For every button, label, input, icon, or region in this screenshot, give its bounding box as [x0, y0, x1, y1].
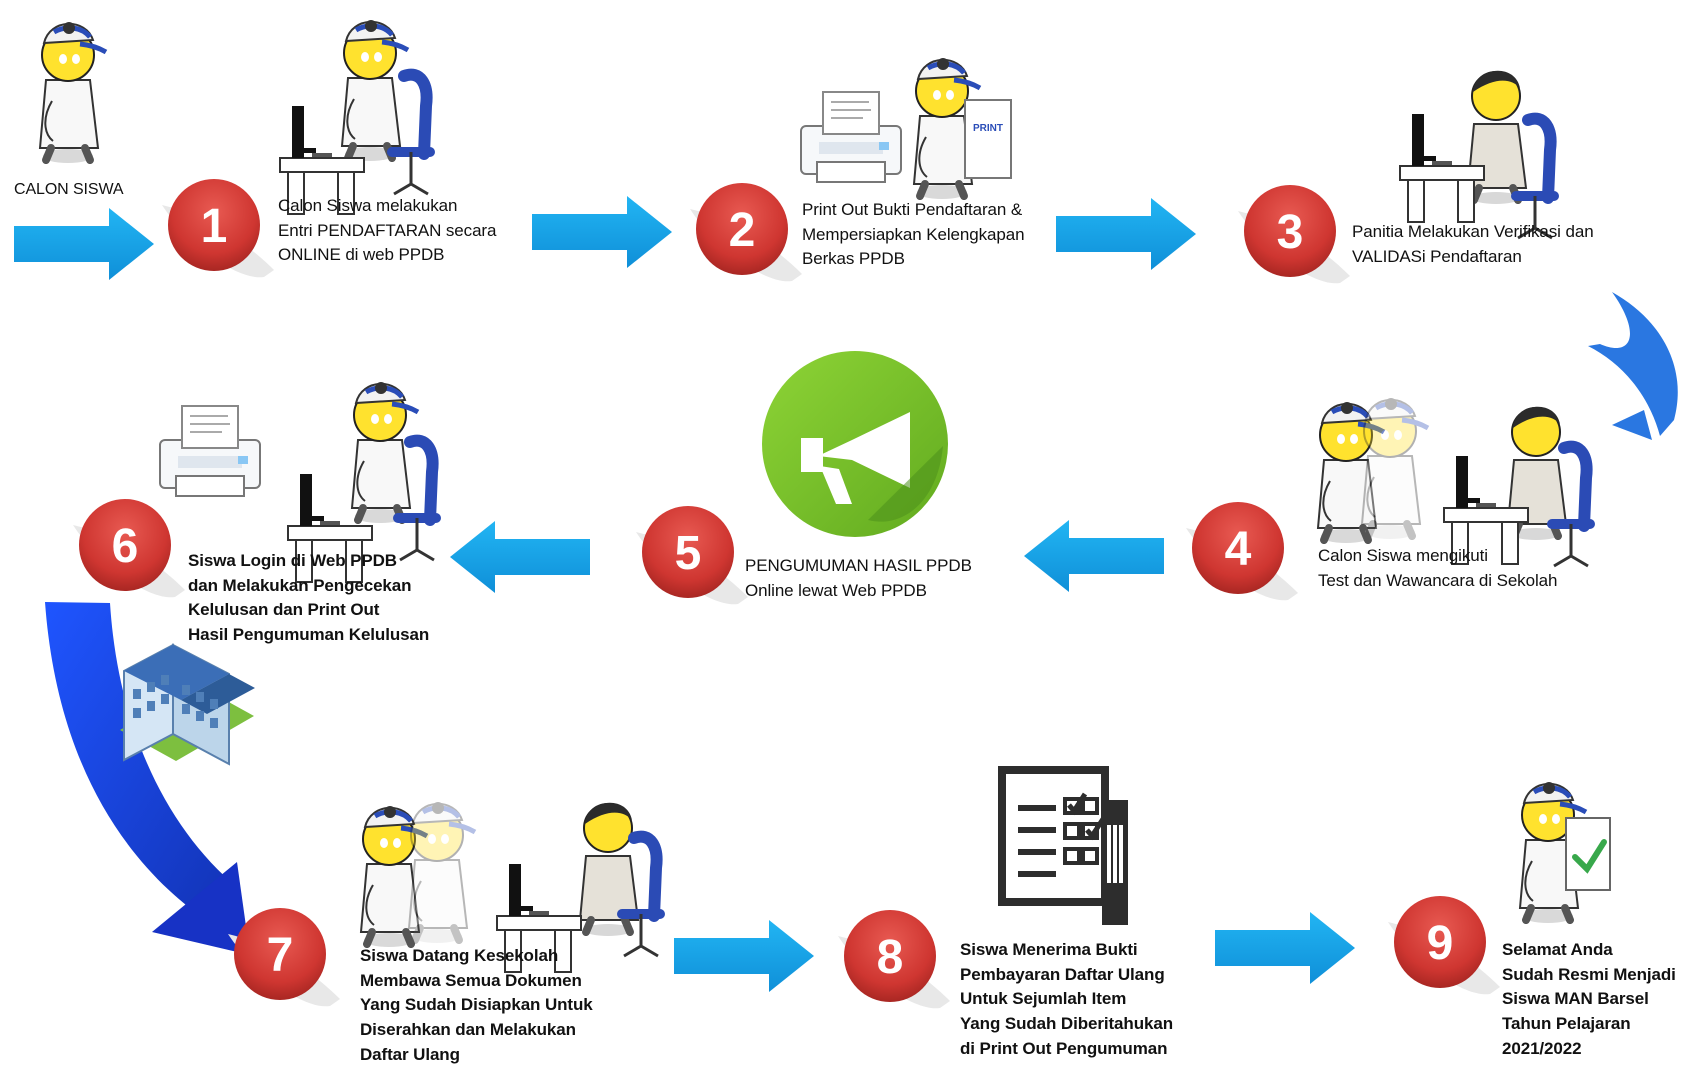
- calon-siswa-figure: [40, 22, 106, 163]
- step-badge-1: 1: [162, 179, 274, 278]
- step-number-7: 7: [267, 929, 294, 982]
- arrow-right-1: [14, 208, 154, 280]
- arrow-left-5: [450, 521, 590, 593]
- arrow-left-4: [1024, 520, 1164, 592]
- step-badge-8: 8: [838, 910, 950, 1009]
- step-number-8: 8: [877, 931, 904, 984]
- arrow-right-2: [532, 196, 672, 268]
- step-badge-2: 2: [690, 183, 802, 282]
- step-1-illustration: [279, 20, 430, 215]
- step-3-label: Panitia Melakukan Verifikasi dan VALIDAS…: [1352, 222, 1594, 266]
- step-number-1: 1: [201, 200, 228, 253]
- announcement-illustration: [762, 351, 948, 537]
- step-number-6: 6: [112, 520, 139, 573]
- large-curve-arrow: [45, 602, 250, 955]
- step-number-2: 2: [729, 204, 756, 257]
- step-number-5: 5: [675, 527, 702, 580]
- step-number-4: 4: [1225, 523, 1252, 576]
- step-9-label: Selamat Anda Sudah Resmi Menjadi Siswa M…: [1502, 940, 1676, 1058]
- step-badge-5: 5: [636, 506, 748, 605]
- step-2-label: Print Out Bukti Pendaftaran & Mempersiap…: [802, 200, 1025, 269]
- step-4-illustration: [1318, 398, 1590, 566]
- checklist-icon: [998, 766, 1128, 925]
- step-badge-6: 6: [73, 499, 185, 598]
- step-badge-9: 9: [1388, 896, 1500, 995]
- arrow-right-3: [1056, 198, 1196, 270]
- step-number-3: 3: [1277, 206, 1304, 259]
- step-5-label: PENGUMUMAN HASIL PPDB Online lewat Web P…: [745, 556, 972, 600]
- step-7-label: Siswa Datang Kesekolah Membawa Semua Dok…: [360, 946, 593, 1064]
- step-badge-3: 3: [1238, 185, 1350, 284]
- arrow-right-6: [674, 920, 814, 992]
- step-1-label: Calon Siswa melakukan Entri PENDAFTARAN …: [278, 196, 497, 265]
- step-badge-7: 7: [228, 908, 340, 1007]
- calon-siswa-label: CALON SISWA: [14, 181, 124, 198]
- step-6-label: Siswa Login di Web PPDB dan Melakukan Pe…: [188, 551, 430, 644]
- step-4-label: Calon Siswa mengikuti Test dan Wawancara…: [1318, 546, 1558, 590]
- printer-tag: PRINT: [973, 123, 1003, 134]
- step-9-illustration: [1520, 782, 1611, 923]
- arrow-right-7: [1215, 912, 1355, 984]
- school-building-icon: [120, 643, 255, 766]
- step-3-illustration: [1399, 71, 1554, 238]
- step-8-label: Siswa Menerima Bukti Pembayaran Daftar U…: [960, 940, 1173, 1058]
- step-number-9: 9: [1427, 917, 1454, 970]
- step-2-illustration: PRINT: [800, 58, 1012, 199]
- curve-arrow-right: [1588, 292, 1678, 440]
- step-badge-4: 4: [1186, 502, 1298, 601]
